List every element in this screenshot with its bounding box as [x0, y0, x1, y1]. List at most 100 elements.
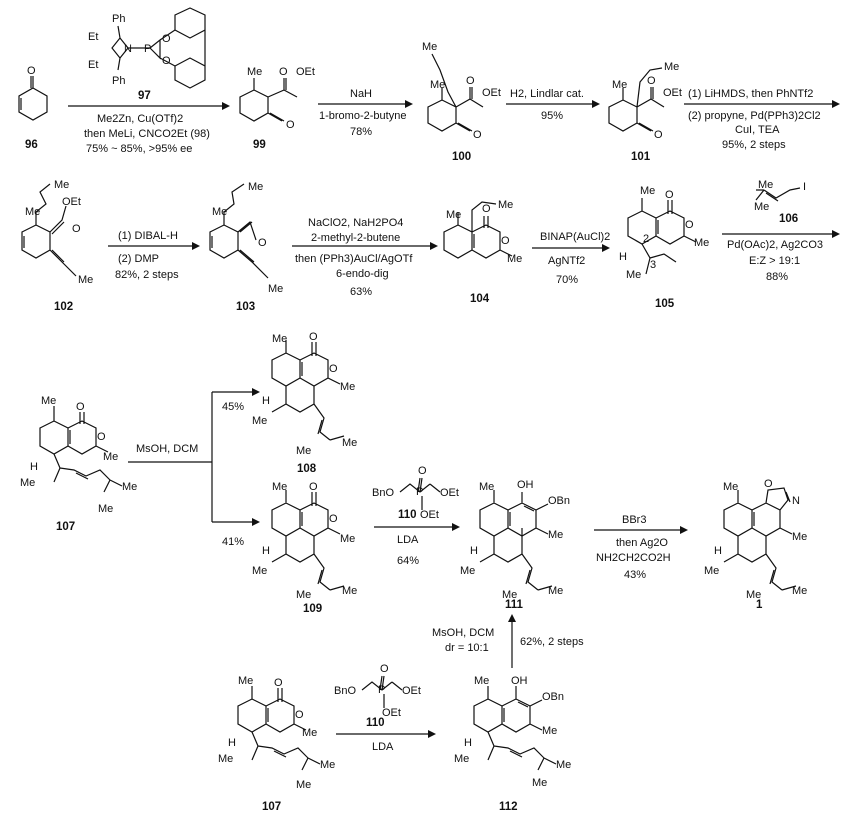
arrowhead: [832, 100, 840, 108]
atom-label: O: [295, 709, 304, 721]
atom-label: Me: [302, 727, 317, 739]
arrowhead: [252, 388, 260, 396]
atom-label: Me: [342, 437, 357, 449]
svg-text:NaH: NaH: [350, 88, 372, 100]
compound-label-96: 96: [25, 139, 38, 151]
atom-label: P: [416, 486, 423, 498]
conditions-step-11: BBr3 then Ag2O NH2CH2CO2H 43%: [596, 514, 671, 581]
atom-label: Me: [792, 531, 807, 543]
atom-label: H: [470, 545, 478, 557]
atom-label: O: [665, 189, 674, 201]
atom-label: O: [654, 129, 663, 141]
atom-label: Me: [626, 269, 641, 281]
atom-label: O: [286, 119, 295, 131]
atom-label: P: [378, 684, 385, 696]
svg-text:AgNTf2: AgNTf2: [548, 255, 585, 267]
atom-label: O: [162, 33, 171, 45]
structure-96: O 96: [18, 65, 48, 151]
compound-label-102: 102: [54, 301, 73, 313]
arrowhead: [428, 730, 436, 738]
conditions-step-12: MsOH, DCM dr = 10:1 62%, 2 steps: [432, 627, 584, 654]
svg-text:NaClO2, NaH2PO4: NaClO2, NaH2PO4: [308, 217, 403, 229]
atom-label: O: [418, 465, 427, 477]
atom-label: O: [329, 363, 338, 375]
atom-label: Me: [25, 206, 40, 218]
atom-label: O: [309, 481, 318, 493]
atom-label: Me: [502, 589, 517, 601]
arrowhead: [430, 242, 438, 250]
atom-label: 2: [643, 233, 649, 245]
atom-label: Me: [122, 481, 137, 493]
structure-107-bottom: Me O O Me H Me Me Me 107: [218, 675, 335, 813]
atom-label: H: [619, 251, 627, 263]
svg-text:then (PPh3)AuCl/AgOTf: then (PPh3)AuCl/AgOTf: [295, 253, 413, 265]
svg-text:64%: 64%: [397, 555, 419, 567]
conditions-step-13: LDA: [372, 741, 394, 753]
atom-label: H: [714, 545, 722, 557]
structure-1: Me O N Me H Me Me Me 1: [704, 478, 807, 611]
compound-label-104: 104: [470, 293, 490, 305]
svg-text:Pd(OAc)2, Ag2CO3: Pd(OAc)2, Ag2CO3: [727, 239, 823, 251]
structure-97: Ph Et N P O O Et Ph 97: [88, 7, 206, 102]
conditions-step-10: LDA 64%: [397, 534, 419, 567]
atom-label: OEt: [402, 685, 421, 697]
structure-104: Me Me O O Me 104: [443, 199, 522, 305]
svg-text:70%: 70%: [556, 274, 578, 286]
compound-label-103: 103: [236, 301, 255, 313]
atom-label: OEt: [440, 487, 459, 499]
svg-text:BBr3: BBr3: [622, 514, 646, 526]
atom-label: H: [262, 545, 270, 557]
atom-label: H: [464, 737, 472, 749]
structure-109: Me O O Me H Me Me Me 109: [252, 481, 357, 615]
arrowhead: [602, 244, 610, 252]
svg-text:95%, 2 steps: 95%, 2 steps: [722, 139, 786, 151]
atom-label: Me: [252, 565, 267, 577]
atom-label: Me: [548, 585, 563, 597]
svg-text:(1) LiHMDS, then PhNTf2: (1) LiHMDS, then PhNTf2: [688, 88, 813, 100]
atom-label: O: [501, 235, 510, 247]
atom-label: H: [228, 737, 236, 749]
svg-text:(1) DIBAL-H: (1) DIBAL-H: [118, 230, 178, 242]
atom-label: O: [72, 223, 81, 235]
atom-label: Ph: [112, 13, 125, 25]
atom-label: Me: [340, 381, 355, 393]
svg-text:(2) DMP: (2) DMP: [118, 253, 159, 265]
structure-110-top: BnO P O OEt OEt 110: [372, 465, 459, 521]
conditions-step-2: NaH 1-bromo-2-butyne 78%: [319, 88, 406, 138]
structure-99: Me O OEt O 99: [239, 66, 315, 151]
atom-label: O: [258, 237, 267, 249]
svg-text:2-methyl-2-butene: 2-methyl-2-butene: [311, 232, 400, 244]
structure-107-top: Me O O Me H Me Me Me 107: [20, 395, 137, 533]
arrowhead: [222, 102, 230, 110]
atom-label: O: [76, 401, 85, 413]
compound-label-101: 101: [631, 151, 651, 163]
compound-label-100: 100: [452, 151, 471, 163]
atom-label: Me: [272, 333, 287, 345]
atom-label: Ph: [112, 75, 125, 87]
atom-label: OBn: [542, 691, 564, 703]
atom-label: Me: [212, 206, 227, 218]
atom-label: Me: [792, 585, 807, 597]
atom-label: Me: [507, 253, 522, 265]
atom-label: Me: [247, 66, 262, 78]
atom-label: N: [124, 43, 132, 55]
atom-label: O: [274, 677, 283, 689]
arrowhead: [680, 526, 688, 534]
atom-label: O: [279, 66, 288, 78]
atom-label: O: [466, 75, 475, 87]
atom-label: Me: [41, 395, 56, 407]
svg-text:Me2Zn, Cu(OTf)2: Me2Zn, Cu(OTf)2: [97, 113, 183, 125]
atom-label: Me: [296, 589, 311, 601]
structure-105: Me O O Me H 2 3 Me 105: [619, 185, 709, 310]
atom-label: Me: [548, 529, 563, 541]
atom-label: Me: [78, 274, 93, 286]
structure-110-bottom: BnO P O OEt OEt 110: [334, 663, 421, 729]
atom-label: O: [329, 513, 338, 525]
yield-108: 45%: [222, 401, 244, 413]
svg-text:MsOH, DCM: MsOH, DCM: [432, 627, 494, 639]
svg-text:E:Z > 19:1: E:Z > 19:1: [749, 255, 800, 267]
atom-label: OBn: [548, 495, 570, 507]
atom-label: O: [685, 219, 694, 231]
atom-label: Me: [612, 79, 627, 91]
